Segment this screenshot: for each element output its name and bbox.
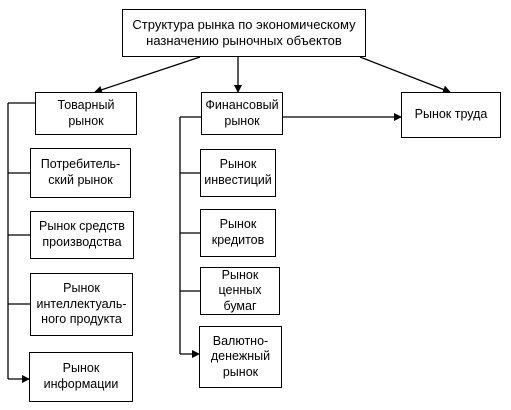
information-market-node: Рынок информации <box>29 352 133 402</box>
investment-market-node: Рынок инвестиций <box>200 149 276 197</box>
consumer-market-node: Потребитель- ский рынок <box>30 148 131 198</box>
financial-market-node: Финансовый рынок <box>201 92 283 135</box>
currency-money-market-node: Валютно- денежный рынок <box>199 326 282 388</box>
means-of-production-market-node: Рынок средств производства <box>30 211 134 259</box>
goods-market-node: Товарный рынок <box>35 92 137 135</box>
credit-market-node: Рынок кредитов <box>200 209 276 257</box>
securities-market-node: Рынок ценных бумаг <box>200 267 280 315</box>
intellectual-product-market-node: Рынок интеллектуаль- ного продукта <box>30 273 133 336</box>
arrow-root-to-goods <box>94 56 201 94</box>
arrow-root-to-labor <box>359 56 451 94</box>
root-node: Структура рынка по экономическому назнач… <box>122 9 366 57</box>
labor-market-node: Рынок труда <box>401 92 501 138</box>
